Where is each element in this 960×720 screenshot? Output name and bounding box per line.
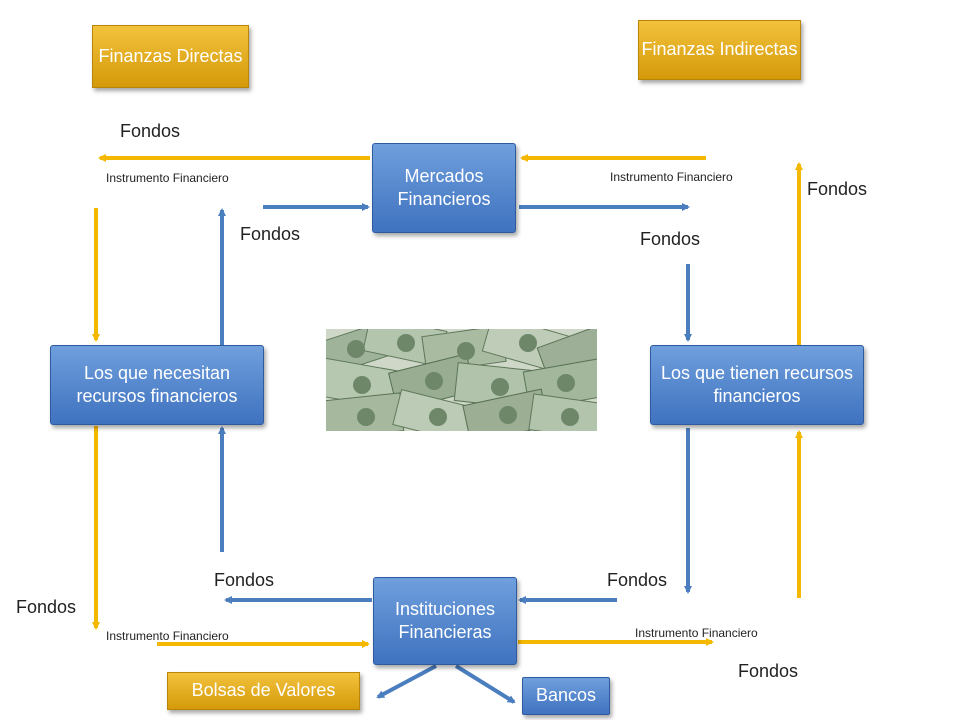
instrumento-label-bottom-right: Instrumento Financiero [635,626,758,640]
fondos-label-upper-left: Fondos [240,224,301,244]
necesitan-recursos-label: Los que necesitan recursos financieros [76,362,238,406]
necesitan-recursos-box: Los que necesitan recursos financieros [50,345,264,425]
instituciones-financieras-label: Instituciones Financieras [394,598,496,642]
fondos-label-lower-left: Fondos [214,570,275,590]
arrow-to-bancos [454,664,516,704]
bancos-box: Bancos [522,677,610,715]
bolsas-valores-box: Bolsas de Valores [167,672,360,710]
bill-pile [326,329,597,431]
fondos-label-lower-right: Fondos [607,570,668,590]
fondos-label-top-left: Fondos [120,121,181,141]
fondos-label-bottom-right: Fondos [738,661,799,681]
instrumento-label-top-right: Instrumento Financiero [610,170,733,184]
mercados-financieros-box: Mercados Financieros [372,143,516,233]
arrow-to-bolsas [376,664,437,699]
mercados-financieros-label: Mercados Financieros [397,165,491,209]
finanzas-indirectas-label: Finanzas Indirectas [641,39,798,60]
instrumento-label-top-left: Instrumento Financiero [106,171,229,185]
tienen-recursos-box: Los que tienen recursos financieros [650,345,864,425]
finanzas-directas-box: Finanzas Directas [92,25,249,88]
fondos-label-bottom-left: Fondos [16,597,77,617]
bancos-label: Bancos [535,685,597,706]
money-bills-image [326,329,597,431]
tienen-recursos-label: Los que tienen recursos financieros [660,362,854,406]
bolsas-valores-label: Bolsas de Valores [191,680,336,701]
fondos-label-upper-right: Fondos [640,229,701,249]
fondos-label-top-right: Fondos [807,179,868,199]
instrumento-label-bottom-left: Instrumento Financiero [106,629,229,643]
finanzas-indirectas-box: Finanzas Indirectas [638,20,801,80]
instituciones-financieras-box: Instituciones Financieras [373,577,517,665]
finanzas-directas-label: Finanzas Directas [98,45,243,66]
